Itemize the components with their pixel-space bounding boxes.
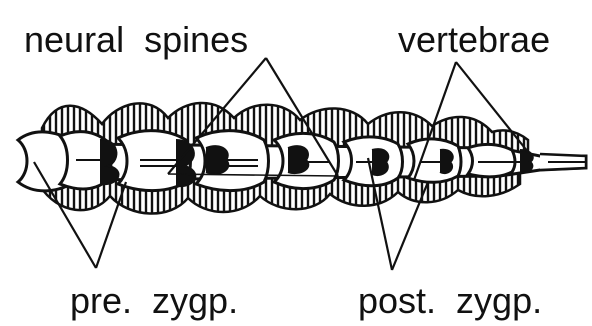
label-neural-spines: neural spines: [24, 19, 248, 60]
vertebra-2: [118, 131, 195, 191]
label-vertebrae: vertebrae: [398, 19, 550, 60]
label-pre-zygapophysis: pre. zygp.: [70, 280, 238, 321]
label-post-zygapophysis: post. zygp.: [358, 280, 542, 321]
vertebra-3: [196, 131, 269, 191]
